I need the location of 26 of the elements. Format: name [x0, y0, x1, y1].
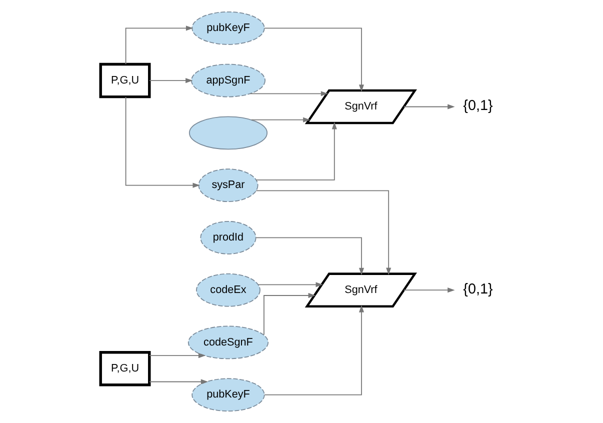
- node-ellipse: pubKeyF: [192, 11, 265, 45]
- node-ellipse: sysPar: [198, 168, 258, 202]
- node-ellipse: appSgnF: [190, 64, 266, 98]
- arrow: [149, 379, 208, 384]
- node-ellipse: codeEx: [196, 273, 260, 307]
- arrow: [256, 190, 392, 276]
- arrow: [264, 292, 316, 336]
- arrow: [125, 26, 194, 65]
- arrow: [403, 288, 455, 293]
- arrow: [258, 282, 323, 288]
- arrow: [125, 96, 200, 188]
- arrow: [250, 91, 328, 96]
- arrow: [256, 237, 364, 276]
- arrow: [149, 78, 193, 84]
- node-box: P,G,U: [99, 351, 151, 386]
- node-text: {0,1}: [463, 282, 493, 298]
- node-text: {0,1}: [463, 98, 493, 114]
- arrow: [403, 104, 455, 110]
- arrow: [256, 122, 337, 180]
- arrow: [250, 117, 310, 122]
- arrow: [149, 353, 206, 358]
- node-ellipse: prodId: [200, 220, 256, 254]
- node-ellipse: [188, 116, 268, 150]
- arrow: [264, 28, 364, 92]
- node-box: P,G,U: [99, 62, 151, 98]
- arrow: [264, 305, 364, 396]
